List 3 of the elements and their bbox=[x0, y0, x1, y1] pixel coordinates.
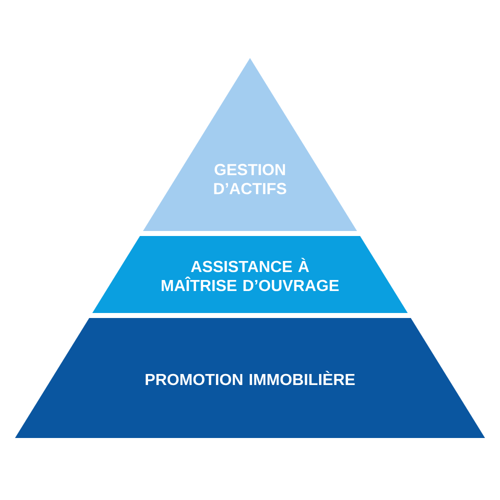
pyramid-tier: PROMOTION IMMOBILIÈRE bbox=[15, 318, 485, 438]
pyramid-tier: GESTION D’ACTIFS bbox=[143, 58, 357, 231]
pyramid-tier: ASSISTANCE À MAÎTRISE D’OUVRAGE bbox=[92, 236, 408, 313]
